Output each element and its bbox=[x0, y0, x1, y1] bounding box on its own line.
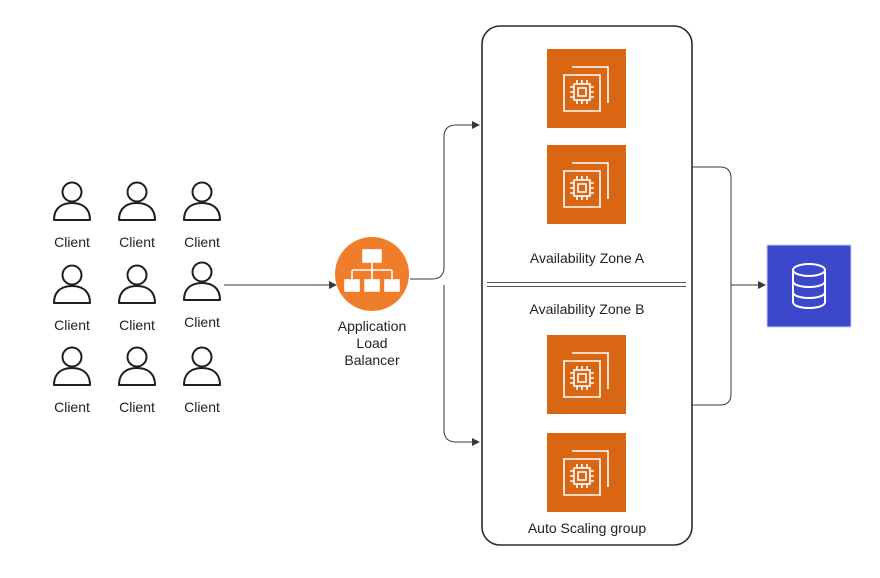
user-icon bbox=[118, 264, 156, 304]
user-icon bbox=[118, 181, 156, 221]
auto-scaling-group-label: Auto Scaling group bbox=[527, 520, 647, 536]
client-label: Client bbox=[184, 399, 220, 415]
user-icon bbox=[183, 346, 221, 386]
zone-b-label: Availability Zone B bbox=[529, 301, 645, 317]
client-label: Client bbox=[54, 234, 90, 250]
client-label: Client bbox=[119, 317, 155, 333]
connectors bbox=[224, 121, 766, 446]
asg-to-db-bracket-bottom bbox=[692, 284, 732, 406]
ec2-instance-2 bbox=[547, 145, 626, 224]
user-icon bbox=[53, 264, 91, 304]
asg-to-db-bracket-top bbox=[692, 166, 732, 284]
user-icon bbox=[118, 346, 156, 386]
auto-scaling-group-border bbox=[481, 25, 693, 546]
load-balancer-label-line-3: Balancer bbox=[344, 352, 400, 368]
zone-a-label: Availability Zone A bbox=[529, 250, 645, 266]
load-balancer-node bbox=[335, 237, 409, 311]
client-grid bbox=[53, 181, 221, 386]
ec2-instance-1 bbox=[547, 49, 626, 128]
database-node bbox=[766, 244, 852, 328]
user-icon bbox=[183, 261, 221, 301]
user-icon bbox=[53, 346, 91, 386]
zone-divider bbox=[487, 282, 686, 287]
client-label: Client bbox=[54, 317, 90, 333]
client-label: Client bbox=[119, 234, 155, 250]
user-icon bbox=[53, 181, 91, 221]
ec2-instance-3 bbox=[547, 335, 626, 414]
alb-to-asg-bracket bbox=[410, 121, 480, 280]
database-icon bbox=[792, 263, 826, 309]
client-label: Client bbox=[184, 234, 220, 250]
load-balancer-label-line-2: Load bbox=[356, 335, 388, 351]
alb-to-asg-bracket-lower bbox=[443, 285, 480, 446]
client-label: Client bbox=[184, 314, 220, 330]
load-balancer-label-line-1: Application bbox=[337, 318, 407, 334]
ec2-instance-4 bbox=[547, 433, 626, 512]
user-icon bbox=[183, 181, 221, 221]
client-label: Client bbox=[54, 399, 90, 415]
client-label: Client bbox=[119, 399, 155, 415]
